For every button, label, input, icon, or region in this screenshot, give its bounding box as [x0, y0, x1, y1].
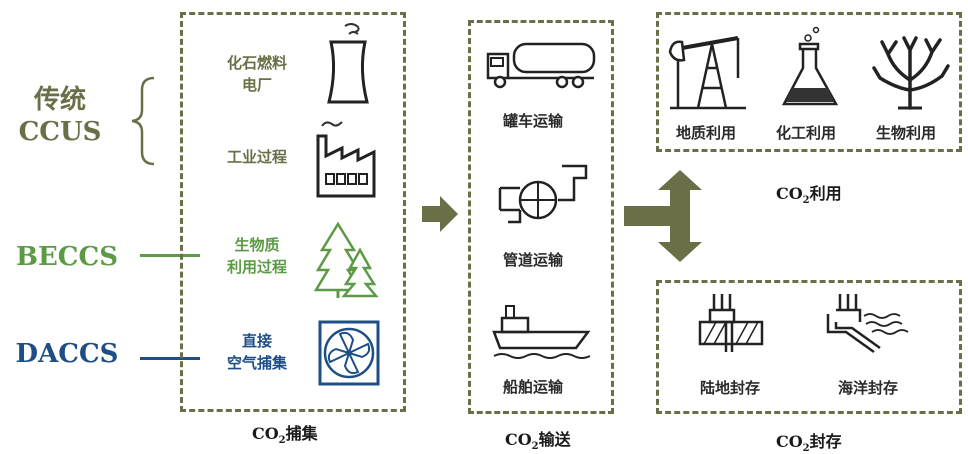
daccs-connector-line: [140, 357, 200, 360]
capture-box: [180, 12, 406, 412]
capture-caption-co: CO: [252, 424, 279, 443]
traditional-ccus-line1: 传统: [33, 85, 86, 115]
transport-caption: CO2输送: [505, 426, 571, 452]
factory-icon: [316, 121, 376, 198]
brace-icon: [131, 76, 155, 166]
capture-caption: CO2捕集: [252, 420, 318, 446]
transport-pipeline-label: 管道运输: [503, 251, 564, 269]
land-storage-icon: [698, 294, 764, 352]
transport-truck-label: 罐车运输: [503, 112, 564, 130]
dac-line2: 空气捕集: [226, 354, 287, 372]
storage-ocean-label: 海洋封存: [838, 379, 899, 397]
storage-caption-co: CO: [776, 432, 803, 451]
power-plant-line2: 电厂: [241, 76, 272, 94]
fan-icon: [318, 320, 380, 386]
capture-item-power-plant-label: 化石燃料 电厂: [212, 52, 302, 96]
transport-caption-text: 输送: [538, 430, 571, 449]
utilization-chemical-label: 化工利用: [776, 124, 837, 142]
ship-icon: [492, 305, 591, 359]
storage-box: [656, 280, 962, 414]
storage-land-label: 陆地封存: [700, 379, 761, 397]
utilization-caption-co: CO: [776, 184, 803, 203]
pipeline-valve-icon: [498, 164, 588, 224]
storage-caption-text: 封存: [809, 432, 842, 451]
transport-box: [468, 20, 614, 414]
transport-ship-label: 船舶运输: [503, 378, 564, 396]
oil-pump-icon: [668, 36, 746, 110]
utilization-caption-text: 利用: [809, 184, 842, 203]
right-arrow-icon: [422, 196, 458, 232]
split-arrow-icon: [624, 170, 702, 262]
traditional-ccus-line2: CCUS: [18, 117, 102, 147]
utilization-caption-sub: 2: [802, 195, 810, 207]
storage-caption: CO2封存: [776, 428, 842, 454]
power-plant-line1: 化石燃料: [226, 54, 287, 72]
storage-caption-sub: 2: [802, 443, 810, 454]
pine-trees-icon: [313, 221, 379, 298]
biomass-line1: 生物质: [234, 236, 280, 254]
capture-caption-text: 捕集: [285, 424, 318, 443]
cooling-tower-icon: [327, 23, 369, 104]
traditional-ccus-label: 传统 CCUS: [10, 84, 110, 148]
ocean-storage-icon: [826, 294, 909, 354]
capture-item-dac-label: 直接 空气捕集: [212, 330, 302, 374]
capture-item-industry-label: 工业过程: [226, 148, 287, 166]
flask-icon: [781, 26, 839, 106]
utilization-geological-label: 地质利用: [676, 124, 737, 142]
utilization-caption: CO2利用: [776, 180, 842, 206]
capture-item-biomass-label: 生物质 利用过程: [212, 234, 302, 278]
utilization-biological-label: 生物利用: [876, 124, 937, 142]
biomass-line2: 利用过程: [226, 258, 287, 276]
capture-caption-sub: 2: [278, 435, 286, 447]
coral-icon: [872, 36, 950, 110]
tanker-truck-icon: [486, 42, 596, 89]
dac-line1: 直接: [241, 332, 272, 350]
beccs-label: BECCS: [16, 242, 118, 272]
transport-caption-sub: 2: [531, 441, 539, 453]
transport-caption-co: CO: [505, 430, 532, 449]
beccs-connector-line: [140, 254, 200, 257]
utilization-box: [656, 12, 962, 152]
daccs-label: DACCS: [15, 339, 119, 369]
